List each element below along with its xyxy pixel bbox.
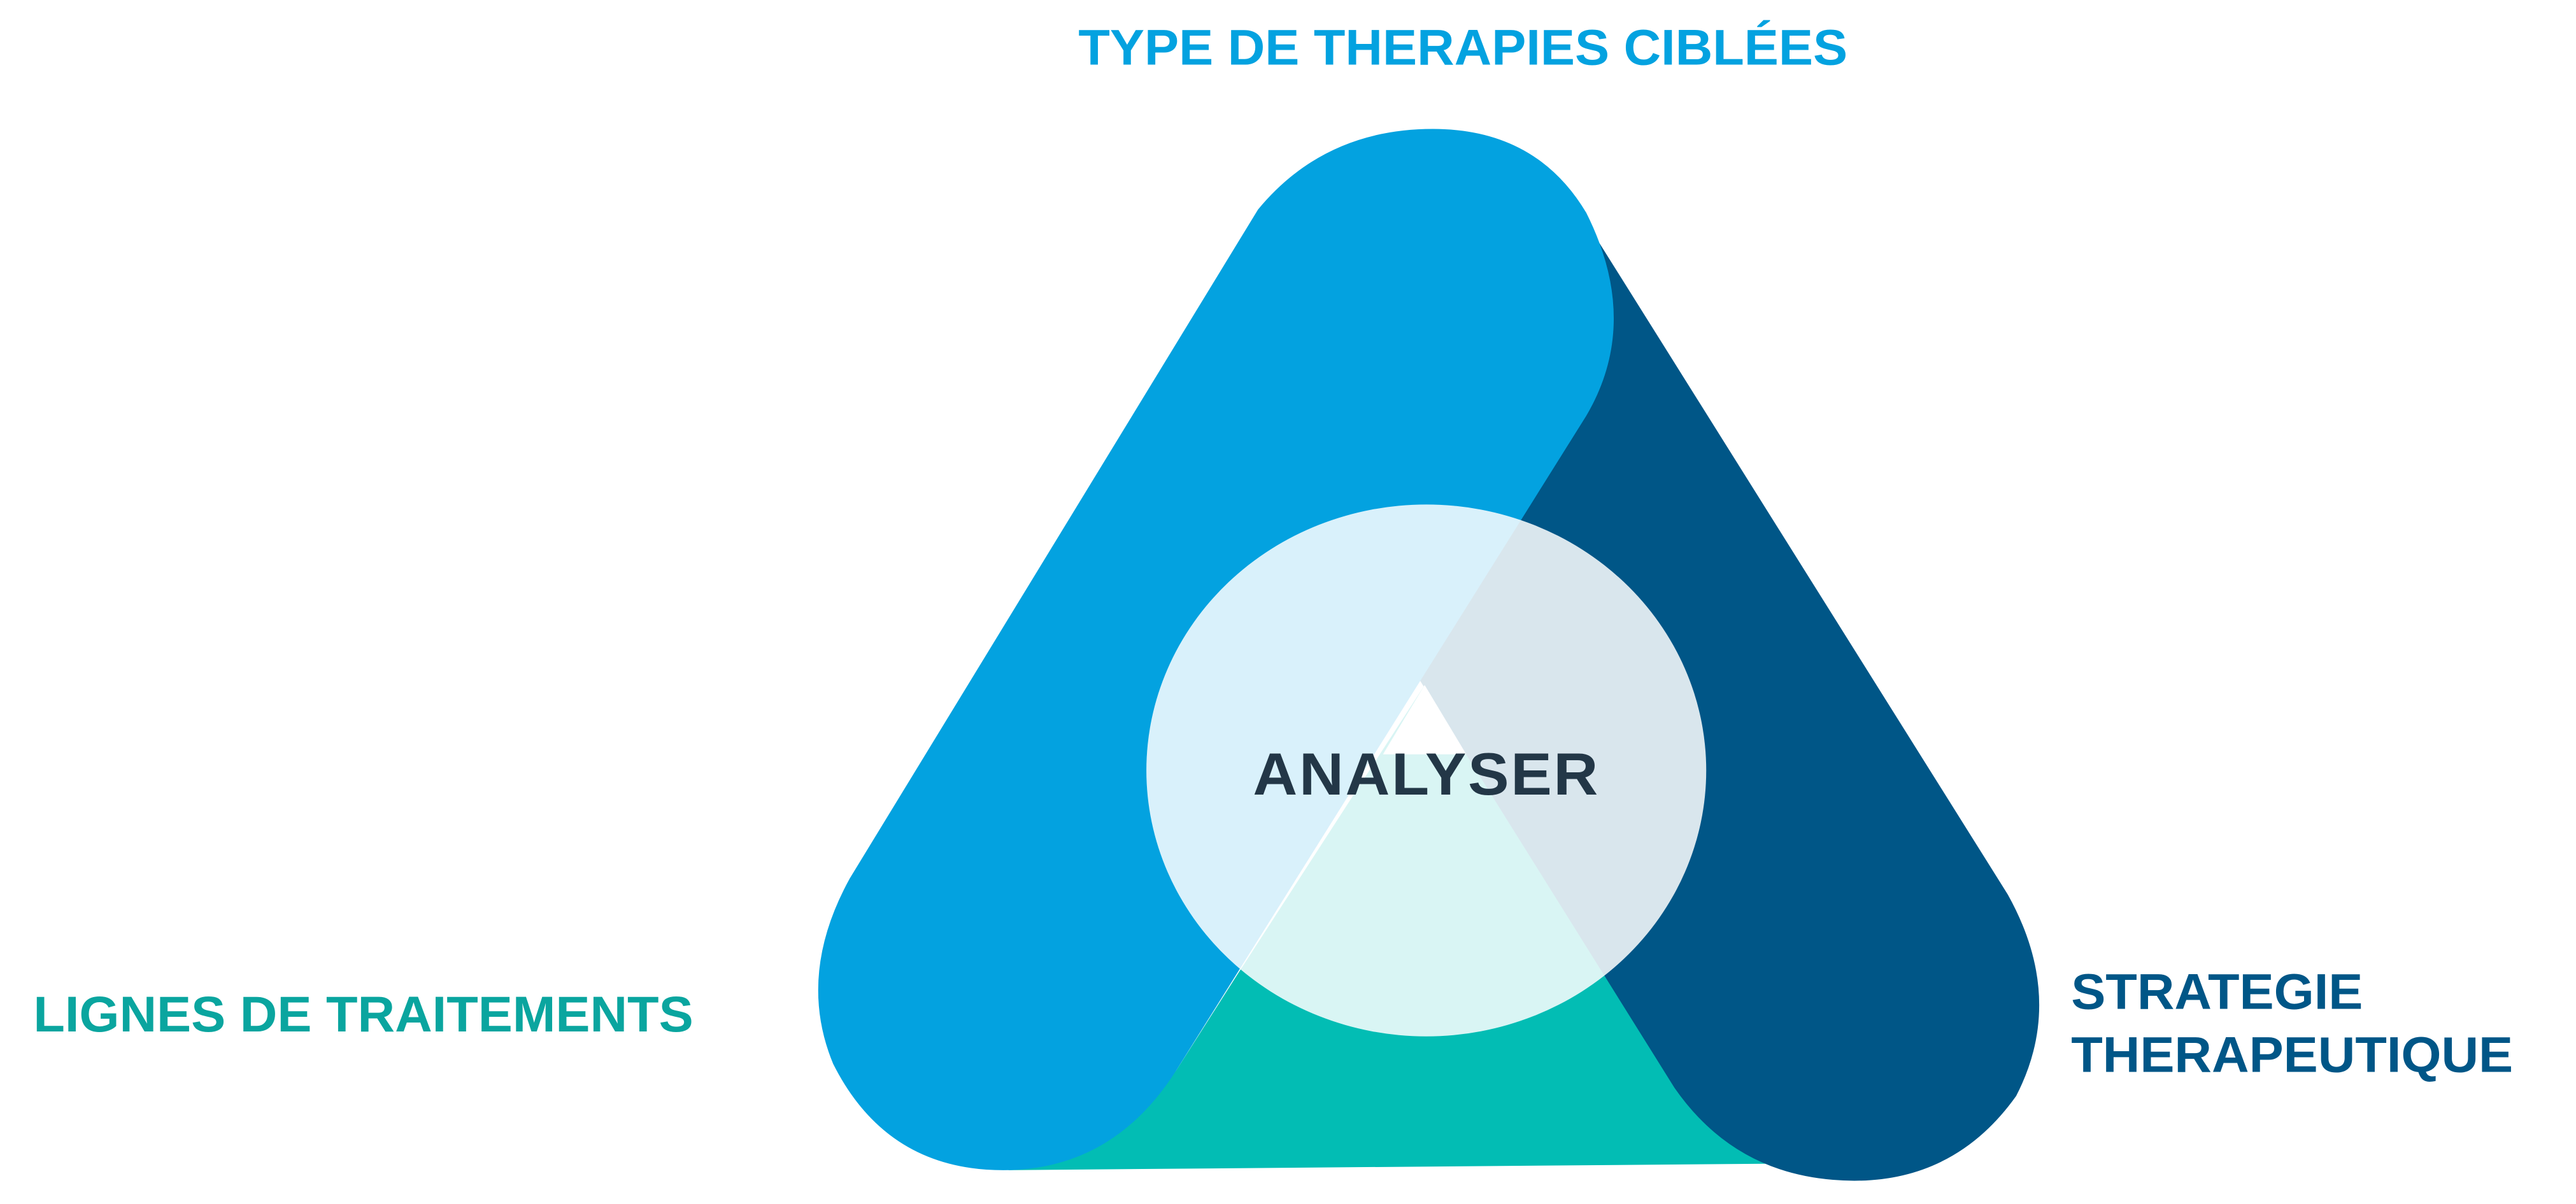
center-label: ANALYSER — [1253, 741, 1599, 807]
top-label: TYPE DE THERAPIES CIBLÉES — [1078, 19, 1847, 75]
right-label-line2: THERAPEUTIQUE — [2071, 1027, 2513, 1083]
left-label: LIGNES DE TRAITEMENTS — [33, 986, 693, 1042]
center-circle — [1146, 504, 1707, 1037]
center-triangle-accent — [1383, 684, 1467, 754]
right-label-line1: STRATEGIE — [2071, 964, 2363, 1020]
